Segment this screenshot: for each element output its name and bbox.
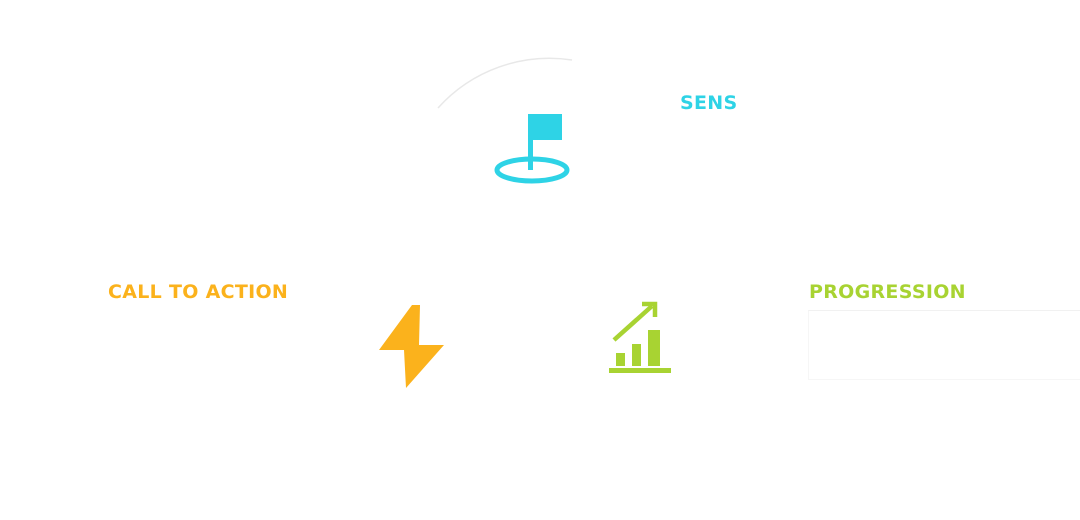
- label-sens: SENS: [680, 92, 738, 114]
- progression-panel: [808, 310, 1080, 380]
- lightning-bolt-icon: [376, 300, 448, 397]
- label-progression: PROGRESSION: [809, 281, 966, 303]
- label-call-to-action: CALL TO ACTION: [108, 281, 289, 303]
- flag-icon: [490, 108, 580, 195]
- growth-chart-icon: [606, 298, 676, 383]
